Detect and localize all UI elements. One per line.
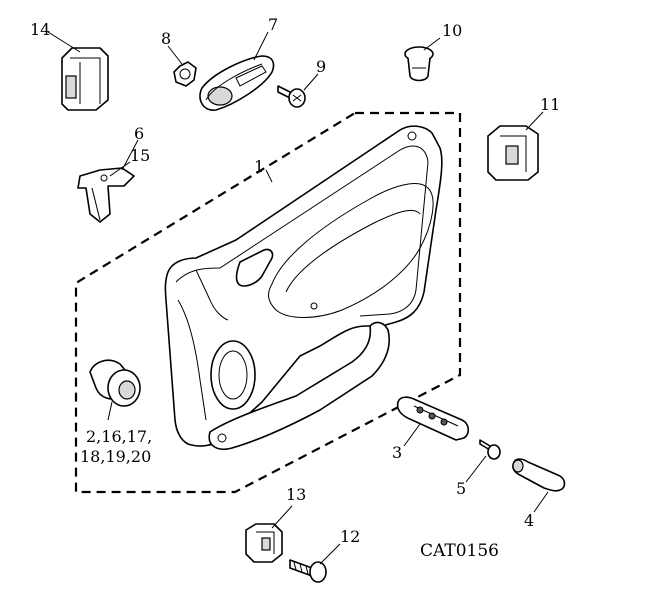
callout-6: 6 (134, 124, 144, 143)
callout-5: 5 (456, 479, 466, 498)
callout-10: 10 (442, 21, 462, 40)
callout-11: 11 (540, 95, 560, 114)
screw-part-12 (289, 559, 327, 583)
callout-2-16-17: 2,16,17, (86, 427, 152, 446)
callout-8: 8 (161, 29, 171, 48)
clip-part-14 (61, 47, 109, 111)
screw-part-5 (479, 439, 501, 460)
clip-part-13 (245, 523, 283, 563)
callout-4: 4 (524, 511, 534, 530)
callout-13: 13 (286, 485, 306, 504)
leader-lines (47, 31, 549, 565)
ring-clip-part-8 (173, 61, 197, 87)
callout-1: 1 (254, 157, 264, 176)
callout-18-19-20: 18,19,20 (80, 447, 151, 466)
bracket-part-6-15 (77, 167, 135, 223)
callout-15: 15 (130, 146, 150, 165)
callout-12: 12 (340, 527, 360, 546)
catalog-code: CAT0156 (420, 541, 499, 561)
screw-part-9 (277, 85, 306, 108)
callout-9: 9 (316, 57, 326, 76)
door-trim-panel (164, 125, 443, 450)
callout-14: 14 (30, 20, 50, 39)
assembly-boundary (74, 111, 462, 494)
grommet-part-10 (404, 46, 434, 82)
callout-7: 7 (268, 15, 278, 34)
bezel-part-3 (396, 396, 470, 441)
fastener-part-2 (89, 359, 141, 407)
escutcheon-part-7 (199, 55, 275, 111)
knob-part-4 (512, 458, 566, 492)
callout-3: 3 (392, 443, 402, 462)
bracket-part-11 (487, 125, 539, 181)
